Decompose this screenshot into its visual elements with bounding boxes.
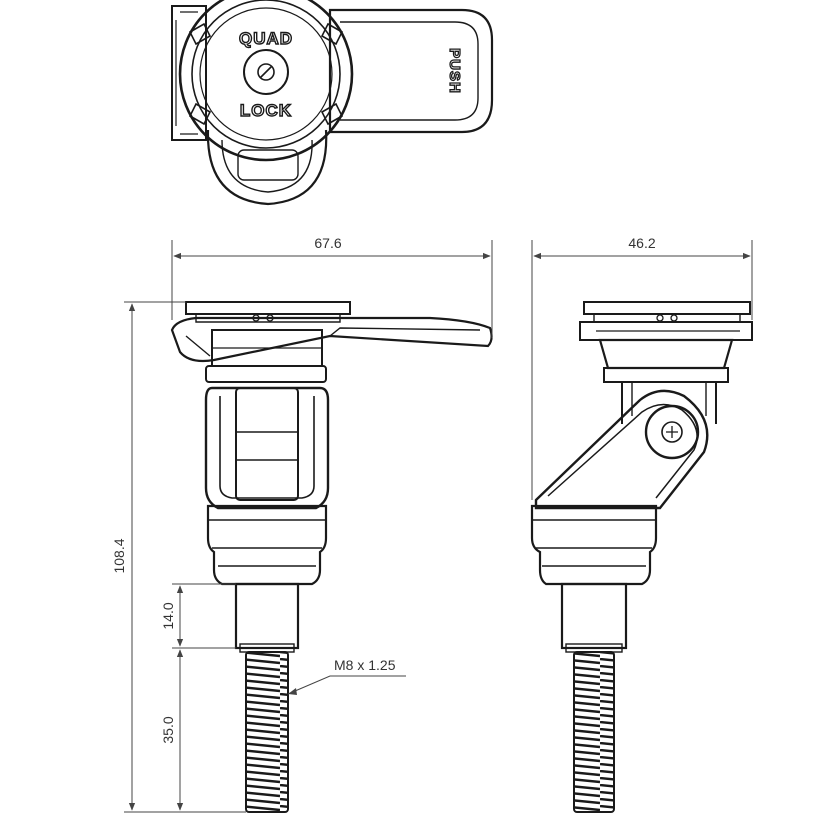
dim-side-width: 46.2 [628, 235, 655, 251]
dim-thread-length: 35.0 [160, 716, 176, 743]
push-label: PUSH [446, 48, 463, 94]
brand-text-lock: LOCK [240, 101, 292, 120]
dim-neck-length: 14.0 [160, 602, 176, 629]
dim-front-width: 67.6 [314, 235, 341, 251]
dim-total-height: 108.4 [111, 538, 127, 573]
top-view: QUAD LOCK PUSH [171, 0, 494, 206]
dim-thread-spec: M8 x 1.25 [334, 657, 396, 673]
dimension-labels: 67.6 46.2 108.4 14.0 35.0 M8 x 1.25 [111, 235, 656, 744]
front-view [170, 301, 493, 813]
side-view [530, 301, 753, 813]
brand-text-quad: QUAD [239, 29, 293, 48]
dimension-lines [124, 240, 753, 813]
